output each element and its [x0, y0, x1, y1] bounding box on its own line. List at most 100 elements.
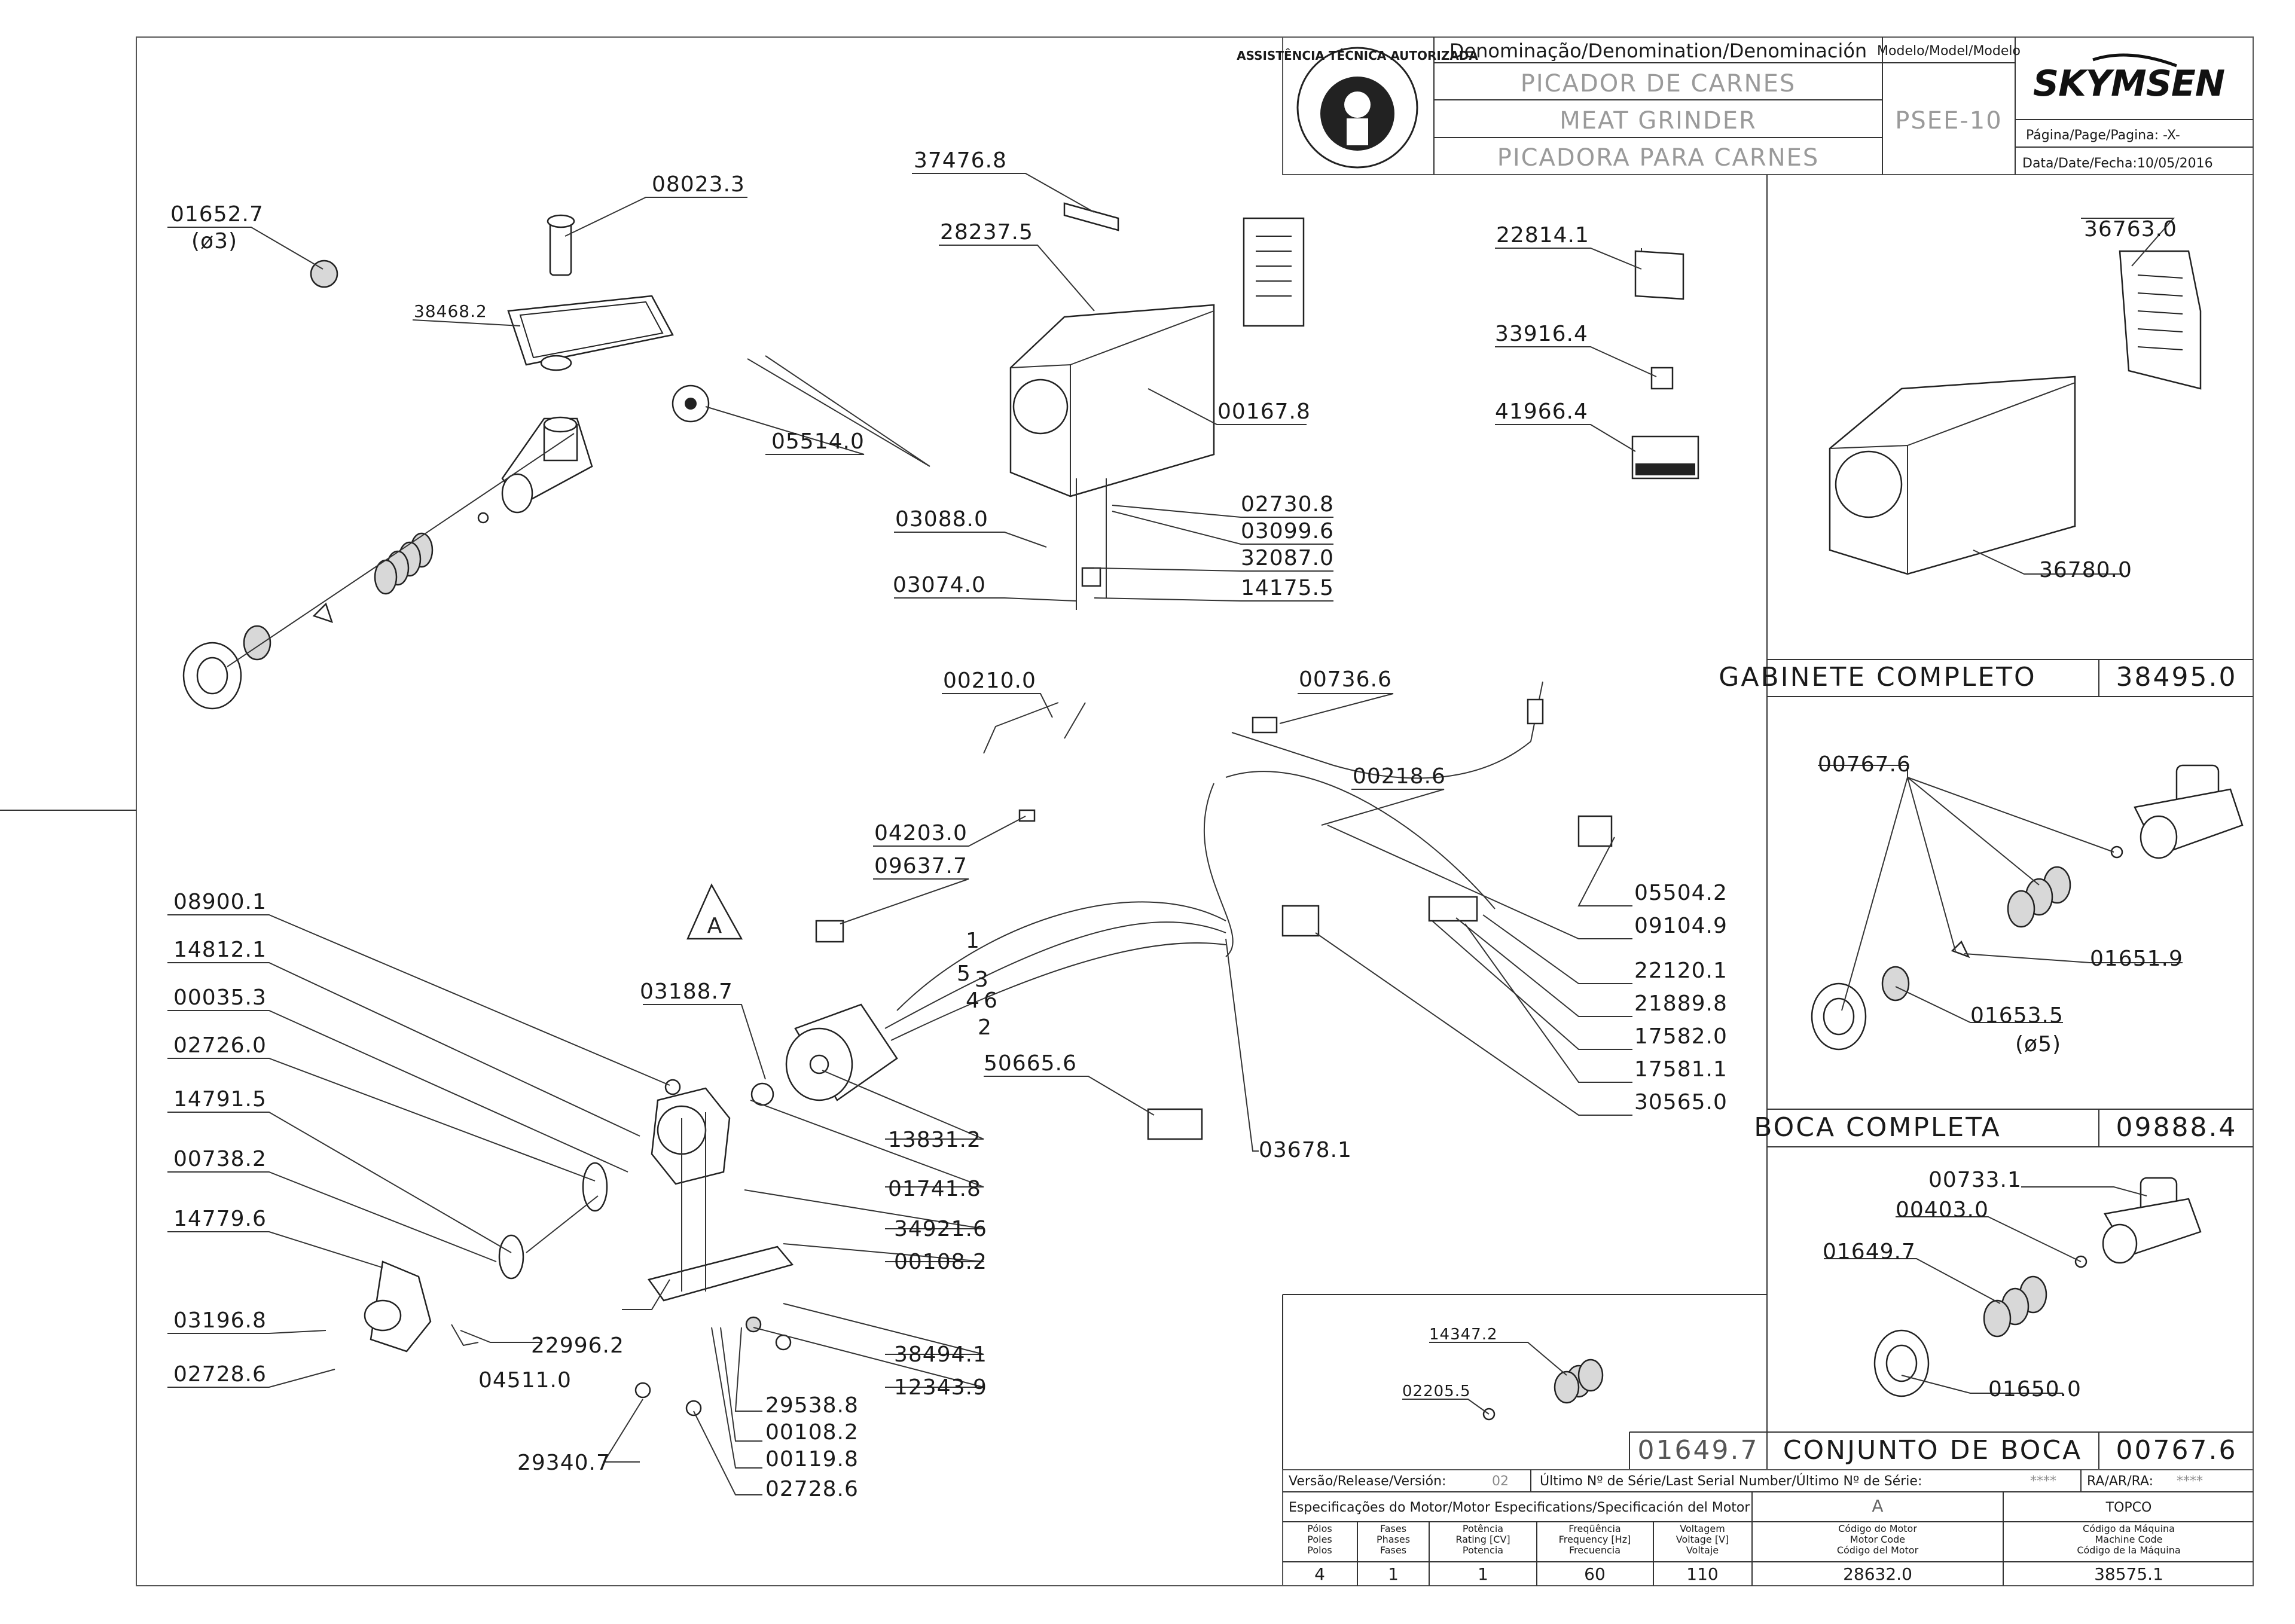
part-label: 14812.1: [173, 938, 267, 962]
part-label: 14791.5: [173, 1087, 267, 1112]
spec-head: Voltagem: [1680, 1523, 1725, 1534]
part-label: 01741.8: [888, 1177, 981, 1201]
part-label: 00035.3: [173, 985, 267, 1010]
spec-head: Voltage [V]: [1676, 1534, 1729, 1545]
part-label: 00210.0: [943, 668, 1036, 693]
wire-number: 3: [975, 967, 989, 992]
part-label: 03678.1: [1259, 1138, 1352, 1162]
wire-harness: [884, 921, 1226, 1029]
gearbox-assembly: [364, 1079, 794, 1417]
switch-bracket: [1081, 567, 1101, 587]
leader-lines: [167, 173, 2183, 1495]
spec-value: 1: [1388, 1564, 1399, 1584]
spec-head: Machine Code: [2095, 1534, 2162, 1545]
part-label: 00733.1: [1928, 1168, 2022, 1192]
capacitor: [1428, 896, 1478, 922]
spec-head: Potencia: [1463, 1544, 1503, 1556]
part-label: 00218.6: [1353, 764, 1446, 789]
part-label: 29340.7: [517, 1451, 611, 1475]
part-label: 34921.6: [894, 1217, 987, 1241]
part-label: 14175.5: [1241, 576, 1334, 600]
motor-letter: A: [1872, 1496, 1883, 1516]
part-label: 09637.7: [874, 854, 968, 878]
part-label: 00167.8: [1217, 399, 1311, 424]
spec-col-machine-code: Código da Máquina Machine Code Código de…: [2077, 1523, 2180, 1584]
spec-value: 60: [1584, 1564, 1606, 1584]
motor-assembly: A: [686, 681, 1544, 1101]
part-label: 00108.2: [894, 1250, 987, 1274]
mouth-section-code: 09888.4: [2116, 1112, 2238, 1143]
model-value: PSEE-10: [1895, 107, 2002, 135]
part-label: 37476.8: [914, 148, 1007, 173]
part-label: 03188.7: [640, 979, 733, 1004]
gear: [582, 1162, 608, 1212]
brand-logo: SKYMSEN: [2033, 53, 2225, 105]
part-label: 00108.2: [765, 1420, 859, 1445]
wire-number: 2: [978, 1015, 992, 1040]
part-labels: 01652.7 (ø3) 08023.3 38468.2 05514.0 374…: [170, 148, 2183, 1501]
part-label: 02728.6: [173, 1362, 267, 1387]
spec-head: Código de la Máquina: [2077, 1544, 2180, 1556]
spec-value: 38575.1: [2094, 1564, 2163, 1584]
spec-col-phases: Fases Phases Fases 1: [1377, 1523, 1410, 1584]
spec-head: Motor Code: [1850, 1534, 1905, 1545]
spec-head: Phases: [1377, 1534, 1410, 1545]
spec-head: Código do Motor: [1838, 1523, 1917, 1534]
part-label-note: (ø5): [2015, 1032, 2061, 1057]
version-value: 02: [1492, 1474, 1509, 1489]
switch: [1281, 905, 1320, 937]
part-label: 00767.6: [1818, 752, 1911, 777]
part-label: 17581.1: [1634, 1057, 1728, 1082]
mouth-set-drawing: [1482, 1177, 2202, 1421]
part-label: 33916.4: [1495, 322, 1588, 346]
part-label: 41966.4: [1495, 399, 1588, 424]
part-label: 12343.9: [894, 1375, 987, 1400]
wire-number: 6: [984, 988, 998, 1013]
spec-col-frequency: Freqüência Frequency [Hz] Frecuencia 60: [1559, 1523, 1631, 1584]
part-label: 02730.8: [1241, 492, 1334, 517]
motor-brand: TOPCO: [2105, 1500, 2152, 1515]
worm-screw: [374, 532, 434, 595]
page-info: Página/Page/Pagina: -X-: [2026, 128, 2180, 143]
part-label: 03099.6: [1241, 519, 1334, 544]
wire-number: 1: [966, 929, 980, 953]
part-label: 01652.7: [170, 202, 264, 227]
mouth-set-subcode: 01649.7: [1638, 1435, 1759, 1466]
model-header: Modelo/Model/Modelo: [1877, 44, 2021, 59]
spec-head: Freqüência: [1568, 1523, 1620, 1534]
spec-head: Fases: [1380, 1523, 1406, 1534]
part-label: 08023.3: [652, 172, 745, 197]
version-label: Versão/Release/Versión:: [1289, 1474, 1446, 1489]
mouth-complete-drawing: [1811, 764, 2244, 1051]
part-label: 05504.2: [1634, 881, 1728, 905]
warning-labels: [815, 250, 1699, 1140]
part-label: 14347.2: [1429, 1326, 1498, 1344]
revision-triangle: [686, 883, 743, 940]
spec-head: Pólos: [1307, 1523, 1332, 1534]
revision-mark: A: [707, 914, 722, 938]
plate-3mm: [310, 260, 338, 288]
part-label: 01650.0: [1988, 1377, 2082, 1402]
part-label: 14779.6: [173, 1207, 267, 1231]
pusher: [549, 220, 572, 276]
part-label: 03196.8: [173, 1308, 267, 1333]
part-label-note: (ø3): [191, 229, 237, 254]
base-plate: [647, 1246, 794, 1302]
part-label: 28237.5: [940, 220, 1033, 245]
part-label: 04511.0: [478, 1368, 572, 1393]
cabinet-section-code: 38495.0: [2116, 662, 2238, 692]
part-label: 38494.1: [894, 1342, 987, 1367]
spec-head: Rating [CV]: [1455, 1534, 1510, 1545]
part-label: 02728.6: [765, 1477, 859, 1501]
spec-head: Frequency [Hz]: [1559, 1534, 1631, 1545]
mouth-set-title: CONJUNTO DE BOCA: [1783, 1435, 2082, 1466]
part-label: 32087.0: [1241, 546, 1334, 570]
ra-value: ****: [2177, 1474, 2203, 1489]
part-label: 00119.8: [765, 1447, 859, 1472]
wire-number: 4: [966, 988, 980, 1013]
spec-col-poles: Pólos Poles Polos 4: [1307, 1523, 1332, 1584]
date-info: Data/Date/Fecha:10/05/2016: [2022, 156, 2213, 171]
spec-head: Código da Máquina: [2083, 1523, 2175, 1534]
name-en: MEAT GRINDER: [1559, 107, 1757, 135]
